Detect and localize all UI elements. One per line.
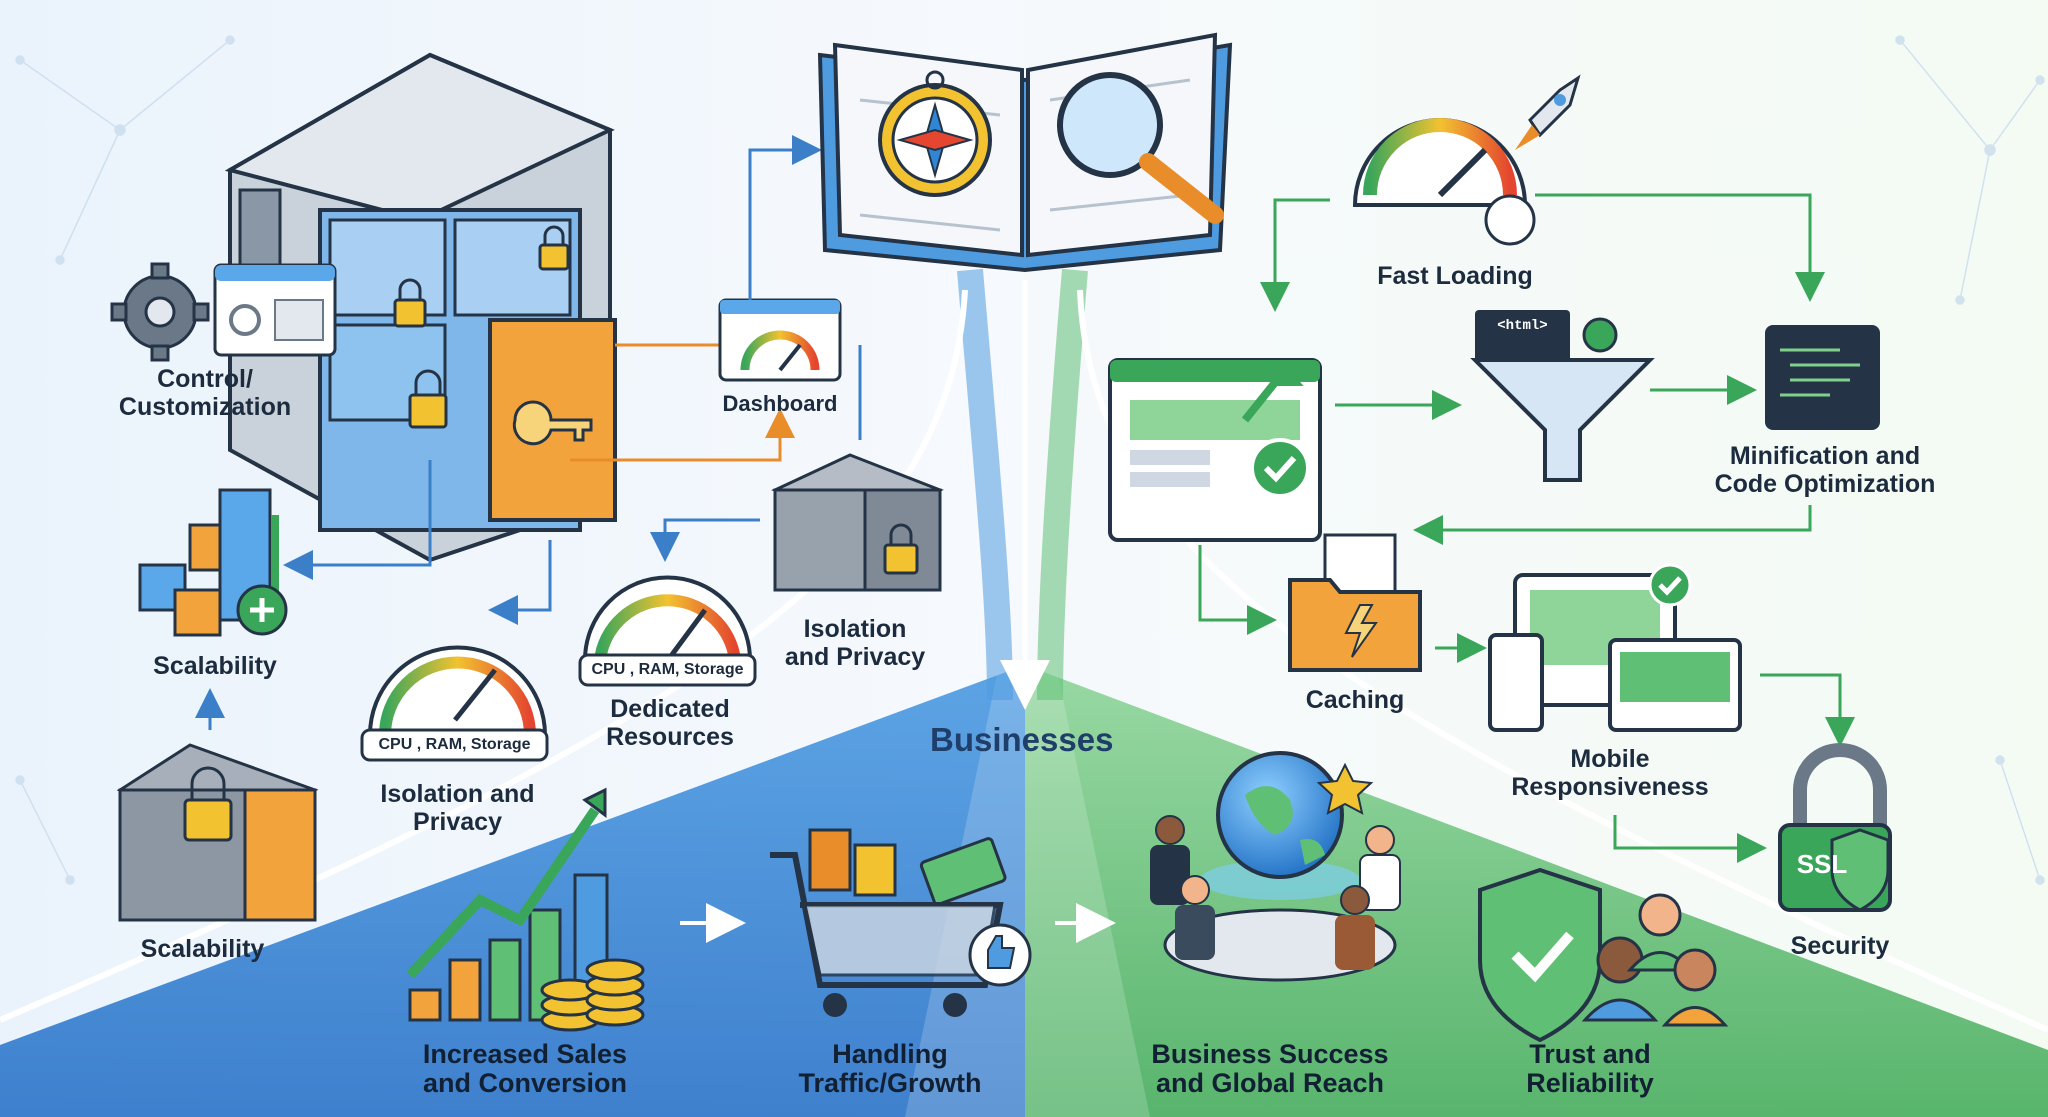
label-control-customization: Control/ Customization [118,365,292,421]
speedometer-icon [1352,118,1536,246]
magnifier-icon [1057,72,1224,224]
code-to-caching-arrow [1413,505,1812,545]
label-trust-reliability: Trust and Reliability [1526,1039,1654,1098]
people-icon [1581,893,1729,1027]
background-network [15,35,2045,885]
label-mobile-responsiveness: Mobile Responsiveness [1511,745,1709,801]
padlock-icon [393,225,570,429]
label-scalability-top: Scalability [153,652,277,680]
browser-to-caching-arrow [1198,545,1277,635]
mobile-to-ssl-arrow [1613,815,1767,863]
label-fast-loading: Fast Loading [1377,262,1533,290]
center-title: Businesses [930,721,1114,758]
shield-check-icon [1478,867,1602,1043]
bottom-blue-panel [0,665,1025,1117]
ssl-shield-icon [1778,743,1892,912]
blue-stream [957,268,1013,701]
dashboard-to-book-arrow [748,135,822,300]
brick-wall-icon [116,743,319,922]
code-editor-icon [1765,325,1880,430]
gauge-icon [578,575,757,687]
mobile-to-security-arrow [1760,673,1855,747]
label-isolation-left: Isolation and Privacy [380,780,535,836]
label-increased-sales: Increased Sales and Conversion [422,1039,628,1098]
label-caching: Caching [1305,686,1405,714]
label-security: Security [1790,932,1890,960]
ssl-text: SSL [1796,849,1848,879]
globe-icon [1200,751,1360,900]
compass-icon [878,70,992,197]
label-dedicated-resources: Dedicated Resources [606,695,734,751]
rocket-icon [1515,74,1581,150]
dashboard-icon [718,298,842,382]
server-icon [224,52,617,563]
code-snippet-text: <html> [1497,318,1548,334]
server-to-scalability-arrow [283,460,432,580]
label-handling-traffic: Handling Traffic/Growth [798,1039,982,1098]
devices-icon [1488,563,1742,732]
green-stream [1037,268,1088,701]
gear-icon [110,262,210,362]
gauge-tag-left: CPU , RAM, Storage [378,736,531,753]
folder-icon [1288,533,1422,672]
brick-wall-icon [771,453,944,592]
fast-loading-left-arrow [1260,198,1330,312]
gauge-tag-right: CPU , RAM, Storage [591,661,744,678]
coins-icon [540,958,645,1032]
key-to-dashboard-arrow [570,408,795,462]
star-icon [1316,762,1374,815]
wall-to-gauge-arrow [650,518,760,562]
thumbs-up-icon [968,923,1032,987]
browser-icon [1108,358,1322,542]
bar-chart-icon [138,488,288,637]
fast-loading-right-arrow [1535,193,1825,302]
label-isolation-right: Isolation and Privacy [784,615,926,671]
shopping-cart-icon [770,828,1007,1017]
label-business-success: Business Success and Global Reach [1151,1039,1389,1098]
meeting-icon [1150,815,1401,982]
gauge-icon [360,645,549,762]
label-minification: Minification and Code Optimization [1714,442,1936,498]
server-to-gauge-arrow [488,540,552,625]
label-dashboard: Dashboard [722,391,838,416]
label-scalability-bottom: Scalability [140,935,265,963]
browser-icon [213,263,337,357]
funnel-icon [1470,310,1655,482]
